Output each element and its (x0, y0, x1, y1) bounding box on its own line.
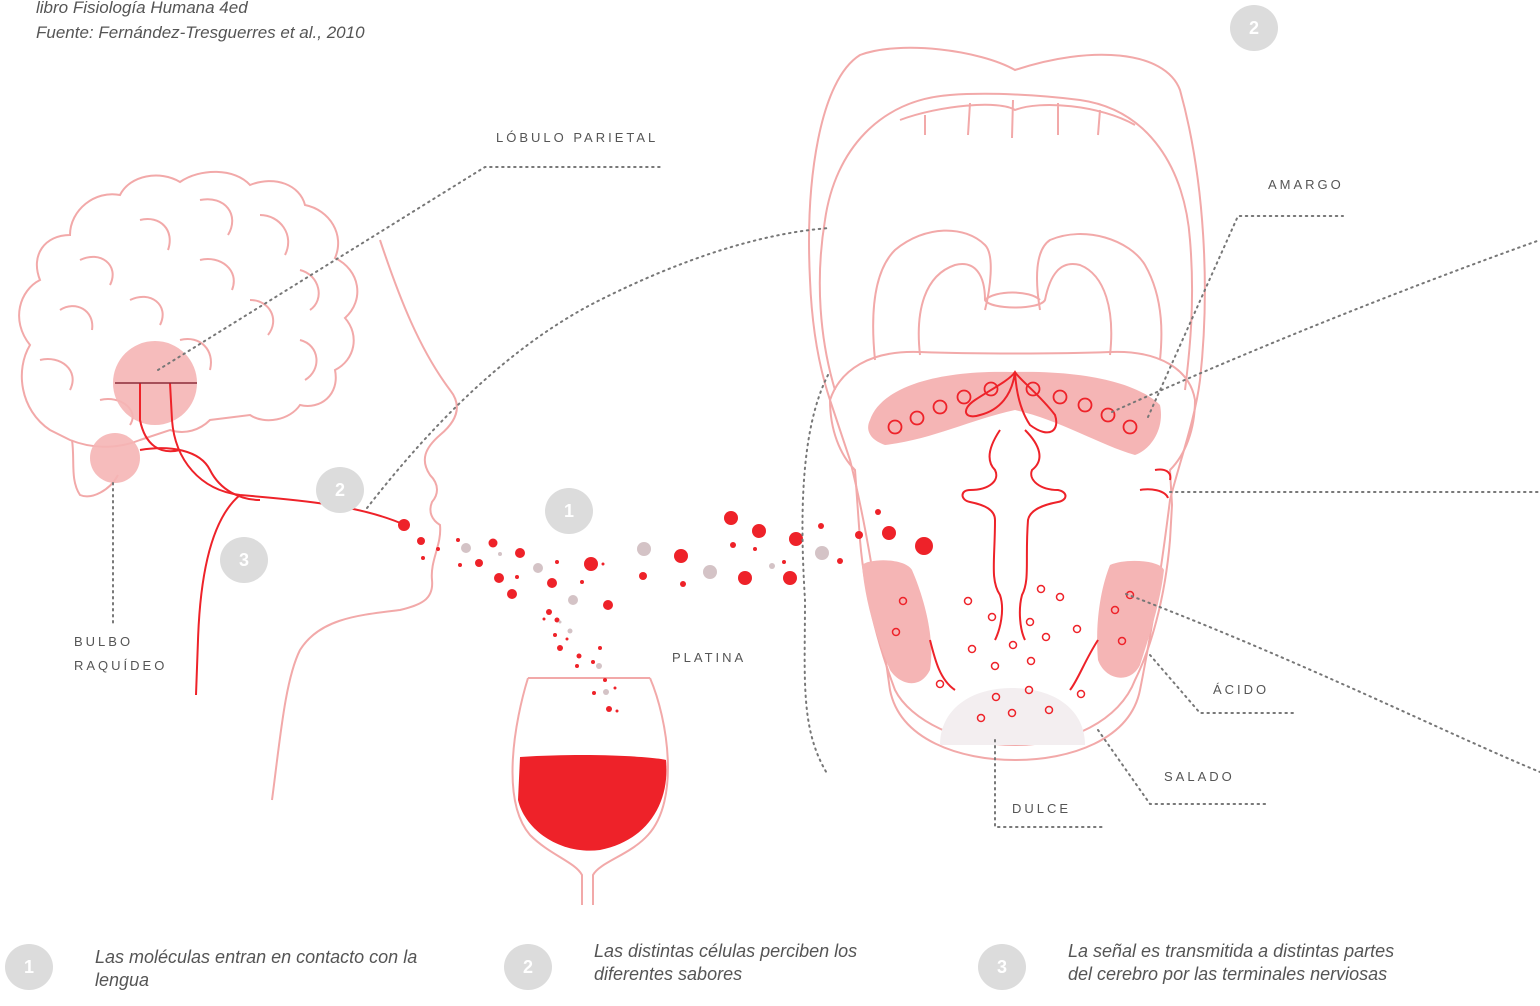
step-2-badge: 2 (504, 944, 552, 990)
step-3: 3 La señal es transmitida a distintas pa… (978, 944, 1438, 990)
brain (19, 172, 357, 496)
label-parietal-lobe: LÓBULO PARIETAL (496, 126, 658, 150)
step-3-badge: 3 (978, 944, 1026, 990)
step-1-badge: 1 (5, 944, 53, 990)
step-2: 2 Las distintas células perciben los dif… (504, 944, 924, 990)
label-platina: PLATINA (672, 646, 746, 670)
label-acido: ÁCIDO (1213, 678, 1269, 702)
label-bulbo-line2: RAQUÍDEO (74, 654, 167, 678)
step-1: 1 Las moléculas entran en contacto con l… (5, 944, 445, 992)
source-line-1: libro Fisiología Humana 4ed (36, 0, 248, 18)
source-line-2: Fuente: Fernández-Tresguerres et al., 20… (36, 23, 365, 43)
label-salado: SALADO (1164, 765, 1235, 789)
label-dulce: DULCE (1012, 797, 1071, 821)
label-bulbo-line1: BULBO (74, 630, 133, 654)
face-profile (272, 240, 457, 800)
nerves (140, 383, 405, 695)
brain-highlights (90, 341, 197, 483)
sour-zone-left (862, 560, 931, 683)
step-badge-1-droplets: 1 (545, 488, 593, 534)
label-amargo: AMARGO (1268, 173, 1344, 197)
step-badge-2-mouth: 2 (316, 467, 364, 513)
molecule-droplets-grey (461, 542, 829, 695)
step-badge-2-top: 2 (1230, 5, 1278, 51)
step-1-text: Las moléculas entran en contacto con la … (95, 946, 425, 992)
step-3-text: La señal es transmitida a distintas part… (1068, 940, 1423, 986)
molecule-droplets (398, 509, 933, 713)
wine-glass (513, 678, 668, 905)
step-badge-3-neck: 3 (220, 537, 268, 583)
step-2-text: Las distintas células perciben los difer… (594, 940, 914, 986)
